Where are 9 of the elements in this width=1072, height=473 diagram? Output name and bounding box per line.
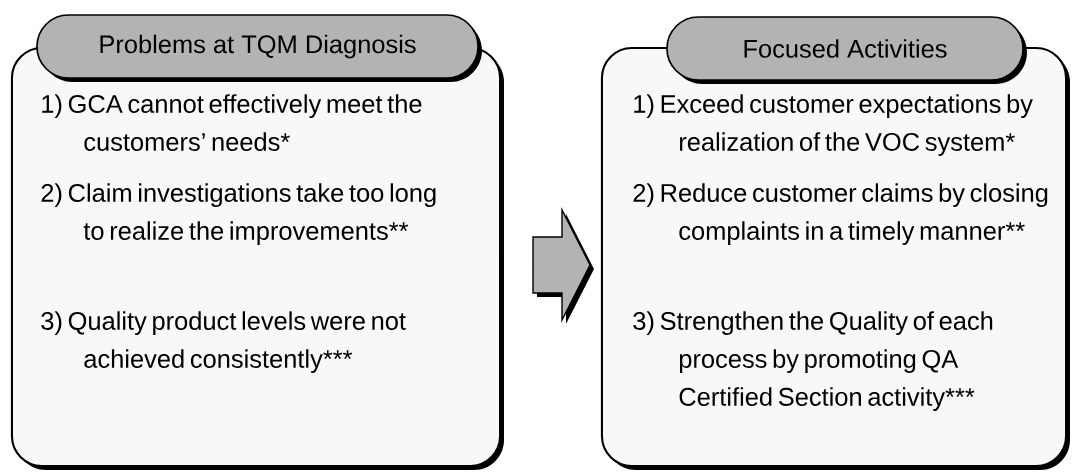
list-item: 2) Claim investigations take too long to realize the improvements**: [41, 183, 436, 245]
list-item: 1) GCA cannot effectively meet the customers’ needs*: [42, 94, 422, 151]
list-item: 3) Quality product levels were not achieved consistently***: [41, 311, 406, 373]
header-tab: Focused Activities: [666, 16, 1027, 84]
list-item: 3) Strengthen the Quality of each process by promoting QA Certified Section activity***: [633, 311, 993, 411]
list-item: 2) Reduce customer claims by closing complaints in a timely manner**: [633, 183, 1048, 245]
block-arrow: [532, 207, 594, 324]
header-tab: Problems at TQM Diagnosis: [36, 14, 482, 82]
list-item: 1) Exceed customer expectations by realization of the VOC system*: [634, 94, 1033, 156]
